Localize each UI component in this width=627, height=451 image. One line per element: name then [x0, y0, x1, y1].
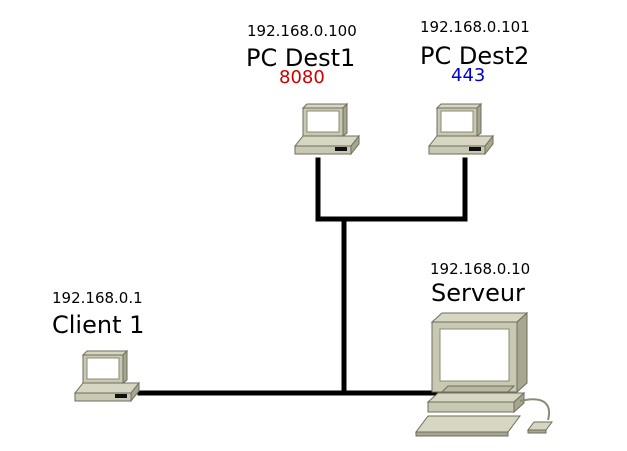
dest1-ip-label: 192.168.0.100 — [247, 22, 357, 40]
client-name-label: Client 1 — [52, 311, 145, 339]
network-links — [137, 157, 468, 396]
client1-pc-icon[interactable] — [74, 350, 140, 402]
client-ip-label: 192.168.0.1 — [52, 289, 143, 307]
dest2-ip-label: 192.168.0.101 — [420, 18, 530, 36]
dest1-port-label: 8080 — [279, 67, 325, 88]
pc-dest1-icon[interactable] — [294, 103, 360, 155]
server-computer-icon[interactable] — [415, 311, 553, 437]
pc-dest2-icon[interactable] — [428, 103, 494, 155]
server-ip-label: 192.168.0.10 — [430, 260, 531, 278]
dest2-port-label: 443 — [451, 65, 486, 86]
server-name-label: Serveur — [431, 279, 525, 307]
dest2-name-label: PC Dest2 — [420, 42, 530, 70]
dest1-name-label: PC Dest1 — [246, 44, 356, 72]
